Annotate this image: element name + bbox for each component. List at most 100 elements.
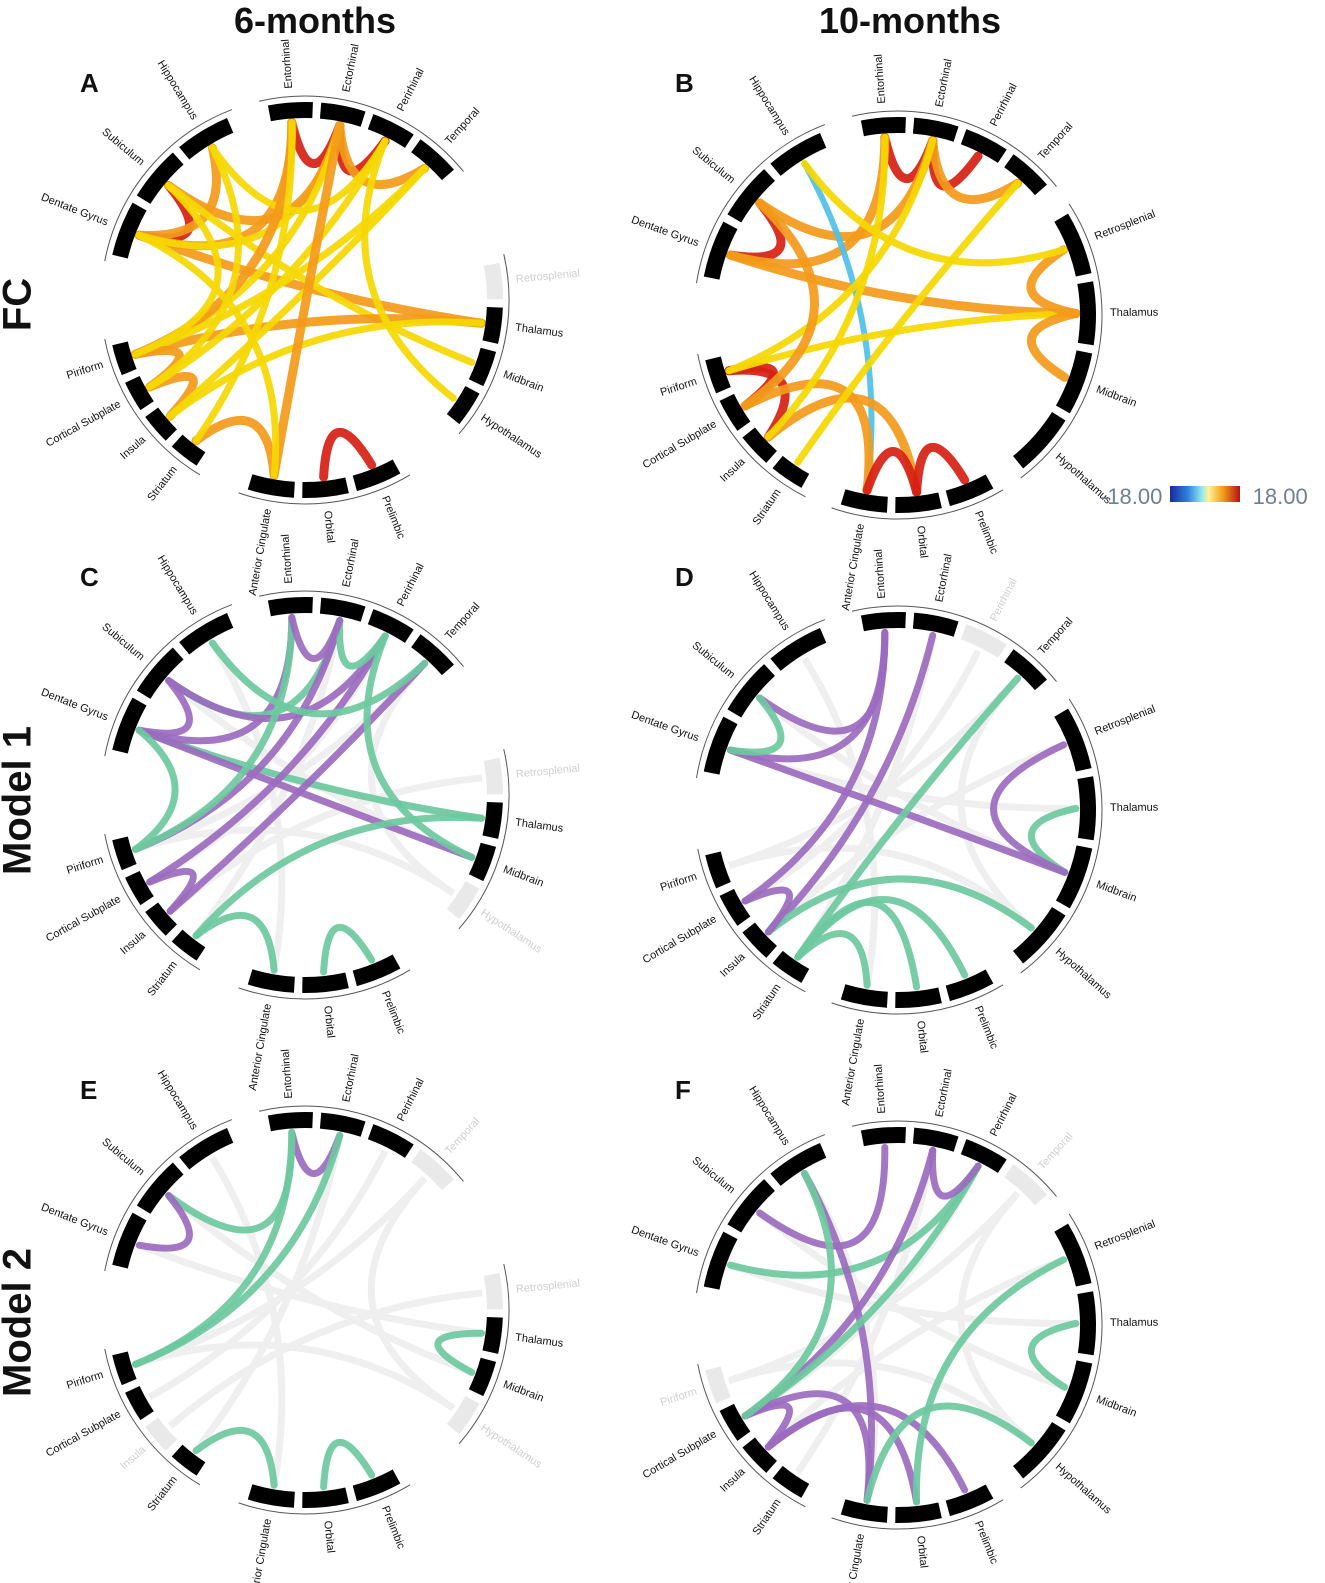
region-label: Striatum [145, 959, 180, 999]
faded-link [193, 1134, 344, 1453]
region-segment [319, 1112, 366, 1137]
region-label: Subiculum [99, 126, 146, 168]
group-bracket [851, 1120, 1057, 1197]
chord-link [725, 250, 1081, 318]
chord-link [166, 164, 429, 420]
region-segment [483, 262, 503, 300]
region-label: Midbrain [1095, 879, 1139, 905]
region-label: Cortical Subplate [44, 893, 123, 944]
region-label: Midbrain [1095, 384, 1139, 410]
chord-link [862, 447, 922, 497]
region-segment [171, 929, 206, 961]
region-label: Ectorhinal [340, 43, 361, 93]
faded-link [757, 1210, 1066, 1391]
group-bracket [831, 489, 1004, 520]
region-label: Entorhinal [280, 1049, 296, 1099]
region-segment [945, 474, 994, 507]
faded-link [765, 1256, 1065, 1450]
region-segment [482, 801, 503, 839]
region-segment [483, 757, 503, 795]
chord-link [434, 1329, 485, 1376]
faded-link [209, 1156, 286, 1486]
region-segment [772, 1465, 810, 1498]
region-label: Ectorhinal [340, 538, 361, 588]
region-segment [960, 1139, 1007, 1173]
region-segment [770, 628, 827, 671]
region-label: Hippocampus [746, 1084, 792, 1148]
group-bracket [238, 474, 411, 505]
region-label: Orbital [321, 1520, 336, 1553]
group-bracket [458, 748, 510, 930]
chord-link [794, 674, 1022, 961]
panel-letter-d: D [675, 562, 694, 592]
group-bracket [238, 969, 411, 1000]
chord-link [166, 659, 429, 915]
region-segment [171, 1444, 206, 1476]
region-segment [468, 347, 497, 387]
region-segment [411, 139, 454, 181]
chord-link [913, 1256, 1068, 1506]
region-segment [912, 1127, 959, 1152]
group-bracket [696, 619, 826, 779]
region-segment [319, 597, 366, 622]
region-label: Cortical Subplate [641, 418, 719, 471]
region-label: Dentate Gyrus [630, 214, 701, 249]
region-label: Hippocampus [746, 569, 792, 633]
region-segment [446, 881, 480, 920]
region-segment [145, 1417, 177, 1451]
region-label: Insula [118, 1443, 149, 1472]
region-label: Orbital [321, 1005, 336, 1038]
region-label: Anterior Cingulate [840, 1018, 867, 1107]
panel-letter-f: F [675, 1075, 691, 1105]
faded-link [727, 844, 1034, 931]
chord-link [146, 867, 197, 915]
region-label: Subiculum [690, 640, 737, 682]
region-label: Anterior Cingulate [247, 508, 274, 597]
chord-link [135, 677, 193, 737]
region-segment [895, 1502, 942, 1523]
region-label: Midbrain [502, 864, 546, 890]
region-segment [125, 871, 154, 906]
region-segment [772, 455, 810, 488]
region-label: Prelimbic [972, 509, 1000, 556]
region-label: Subiculum [99, 621, 146, 663]
region-segment [705, 356, 731, 394]
region-segment [1004, 154, 1047, 196]
region-segment [125, 1386, 154, 1421]
region-segment [860, 117, 906, 137]
group-bracket [104, 833, 201, 971]
region-segment [727, 1179, 775, 1233]
region-label: Perirhinal [988, 576, 1020, 623]
chord-link [912, 443, 970, 497]
region-segment [112, 1212, 147, 1269]
region-segment [770, 1143, 827, 1186]
faded-link [743, 649, 982, 905]
region-segment [112, 341, 137, 376]
region-label: Dentate Gyrus [630, 1224, 701, 1259]
region-segment [703, 716, 738, 775]
region-label: Anterior Cingulate [840, 1533, 867, 1583]
region-segment [1055, 845, 1093, 909]
group-bracket [1020, 698, 1103, 974]
region-segment [840, 489, 888, 513]
region-label: Orbital [914, 1020, 929, 1053]
region-label: Striatum [751, 487, 784, 528]
region-label: Subiculum [99, 1136, 146, 1178]
region-label: Piriform [65, 359, 105, 382]
region-segment [1054, 213, 1092, 277]
region-segment [179, 1128, 234, 1170]
region-label: Hippocampus [155, 58, 200, 122]
chord-link [191, 415, 279, 480]
group-bracket [238, 1484, 411, 1515]
group-bracket [697, 353, 806, 498]
chord-link [135, 1192, 193, 1252]
chord-link [131, 182, 222, 358]
chord-link [1026, 245, 1081, 318]
group-bracket [104, 1119, 233, 1272]
region-label: Prelimbic [972, 1004, 1000, 1051]
chord-link [740, 198, 819, 411]
region-label: Dentate Gyrus [39, 686, 110, 723]
faded-link [794, 1149, 937, 1475]
